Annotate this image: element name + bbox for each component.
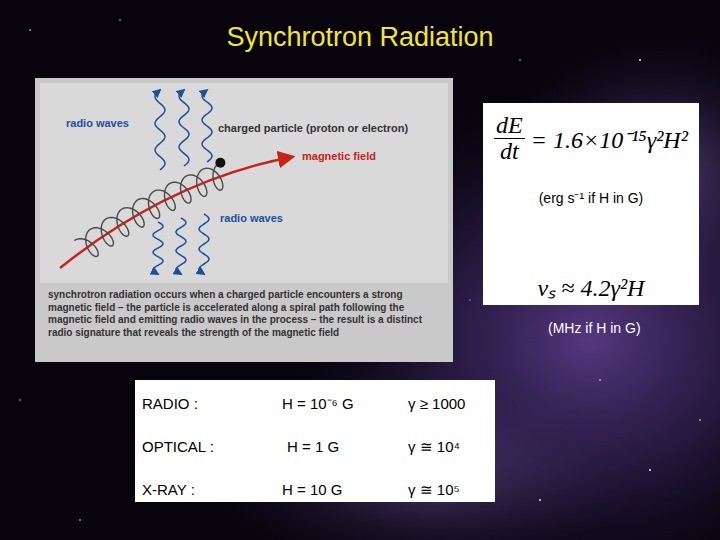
numerator: dE <box>494 113 525 139</box>
formula-box: νₛ ≈ 4.2γ²H <box>483 230 699 305</box>
table-cell: OPTICAL : <box>142 438 214 456</box>
radio-wave <box>176 218 186 274</box>
caption-text: synchrotron radiation occurs when a char… <box>48 289 446 339</box>
denominator: dt <box>500 139 519 164</box>
table-cell: H = 10⁻⁶ G <box>282 395 354 413</box>
radio-wave <box>202 90 212 162</box>
wave-label: radio waves <box>220 212 283 225</box>
table-cell: γ ≅ 10⁵ <box>408 481 460 499</box>
table-panel <box>135 380 495 502</box>
slide-title: Synchrotron Radiation <box>0 22 720 53</box>
illustration-panel <box>35 78 453 362</box>
radio-wave <box>153 222 163 274</box>
unit-note: (MHz if H in G) <box>548 320 641 337</box>
radio-wave <box>155 90 165 170</box>
stars <box>19 19 701 521</box>
radio-wave <box>199 214 209 274</box>
radio-waves <box>153 90 212 274</box>
table-cell: γ ≥ 1000 <box>408 395 465 413</box>
table-cell: γ ≅ 10⁴ <box>408 438 460 456</box>
illustration-area <box>40 83 448 283</box>
charged-particle <box>215 158 225 168</box>
formula: νₛ ≈ 4.2γ²H <box>538 270 645 303</box>
fraction: dEdt <box>494 113 525 164</box>
field-label: magnetic field <box>302 150 376 163</box>
radio-wave <box>179 90 189 166</box>
wave-label: radio waves <box>66 117 129 130</box>
formula-row: νₛ ≈ 4.2γ²H <box>483 270 699 303</box>
formula-row: dEdt= 1.6×10⁻¹⁵γ²H² <box>483 113 699 164</box>
particle-label: charged particle (proton or electron) <box>218 122 408 135</box>
table-cell: H = 1 G <box>287 438 339 456</box>
table-cell: H = 10 G <box>282 481 342 499</box>
table-cell: RADIO : <box>142 395 198 413</box>
unit-note: (erg s⁻¹ if H in G) <box>483 188 699 207</box>
formula-box: dEdt= 1.6×10⁻¹⁵γ²H²(erg s⁻¹ if H in G) <box>483 103 699 230</box>
formula: = 1.6×10⁻¹⁵γ²H² <box>531 122 688 155</box>
table-cell: X-RAY : <box>142 481 195 499</box>
spiral-path <box>74 163 222 257</box>
